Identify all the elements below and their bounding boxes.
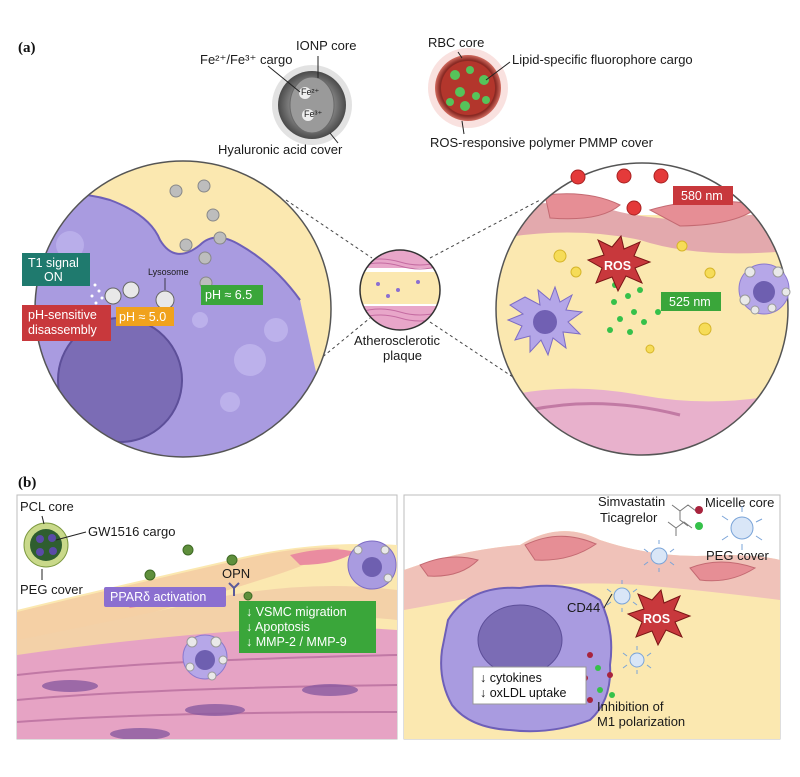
- effect-vsmc: ↓ VSMC migration: [246, 605, 347, 619]
- small-nanoparticles: [144, 544, 253, 601]
- t1-signal-line2: ON: [44, 270, 63, 284]
- ph-50-label: pH ≈ 5.0: [119, 310, 166, 324]
- vsmc-effects-box: [239, 601, 376, 653]
- rbc-cover-label: ROS-responsive polymer PMMP cover: [430, 135, 654, 150]
- fluorophore-particles: [607, 282, 661, 335]
- micelle-core-label: Micelle core: [705, 495, 774, 510]
- peg-cover-label-right: PEG cover: [706, 548, 770, 563]
- rbc-cover-pointer: [461, 120, 465, 135]
- panel-b-label: (b): [18, 475, 36, 491]
- micelle-mid: [643, 540, 675, 572]
- ionp-cover-label: Hyaluronic acid cover: [218, 142, 343, 157]
- inhibition-line1: Inhibition of: [597, 699, 664, 714]
- drug-molecules: [667, 504, 697, 536]
- fe3-ion-label: Fe³⁺: [304, 109, 323, 119]
- ppar-badge: [104, 587, 226, 607]
- gw1516-pointer: [55, 531, 87, 541]
- fe2-ion-label: Fe²⁺: [301, 87, 320, 97]
- simvastatin-label: Simvastatin: [598, 494, 665, 509]
- pcl-nanoparticle: [23, 522, 69, 568]
- foam-cell: [738, 263, 791, 315]
- peg-cover-label-left: PEG cover: [20, 582, 84, 597]
- nm580-badge: [673, 186, 733, 205]
- effect-oxldl: ↓ oxLDL uptake: [480, 686, 566, 700]
- ph-disassembly-line2: disassembly: [28, 323, 98, 337]
- panel-a-label: (a): [18, 40, 36, 56]
- ionp-core-label: IONP core: [296, 38, 356, 53]
- ph-65-badge: [201, 285, 263, 305]
- rbc-nanoparticle: [428, 48, 508, 128]
- t1-signal-badge: [22, 253, 90, 286]
- cd44-label: CD44: [567, 600, 600, 615]
- micelle-large: [721, 506, 763, 550]
- ionp-cargo-pointer: [267, 65, 301, 93]
- ticagrelor-dot: [695, 522, 703, 530]
- gw1516-cargo-label: GW1516 cargo: [88, 524, 175, 539]
- effect-mmp: ↓ MMP-2 / MMP-9: [246, 635, 347, 649]
- nm525-badge: [661, 292, 721, 311]
- ppar-label: PPARδ activation: [110, 590, 206, 604]
- ph-disassembly-line1: pH-sensitive: [28, 308, 97, 322]
- rbc-cargo-label: Lipid-specific fluorophore cargo: [512, 52, 693, 67]
- ionp-nanoparticle: Fe²⁺ Fe³⁺: [272, 65, 352, 145]
- foam-cell-b-upper: [347, 540, 397, 590]
- pcl-core-pointer: [41, 515, 45, 525]
- rbc-particles: [570, 168, 669, 216]
- t1-signal-line1: T1 signal: [28, 256, 79, 270]
- foam-cell-b-lower: [182, 634, 228, 681]
- ros-label-b: ROS: [643, 612, 670, 626]
- atherosclerotic-plaque-circle: [359, 249, 441, 331]
- ph-65-label: pH ≈ 6.5: [205, 288, 252, 302]
- ionp-particles: [169, 179, 227, 290]
- ph-50-badge: [116, 307, 174, 326]
- ros-burst-a: [586, 234, 652, 293]
- lipid-droplets: [553, 240, 716, 354]
- ros-burst-b: [626, 588, 692, 647]
- ionp-cover-pointer: [329, 132, 339, 144]
- plaque-label-line1: Atherosclerotic: [354, 333, 440, 348]
- spiky-macrophage: [506, 285, 584, 357]
- cytokine-effects-box: [472, 666, 587, 705]
- nm525-label: 525 nm: [669, 295, 711, 309]
- ros-label-a: ROS: [604, 259, 631, 273]
- cd44-pointer: [603, 593, 613, 609]
- effect-apoptosis: ↓ Apoptosis: [246, 620, 310, 634]
- micelle-cd44: [606, 580, 638, 612]
- effect-cytokines: ↓ cytokines: [480, 671, 542, 685]
- opn-label: OPN: [222, 566, 250, 581]
- simvastatin-dot: [695, 506, 703, 514]
- rbc-core-label: RBC core: [428, 35, 484, 50]
- released-iron-dots: [90, 283, 104, 305]
- lysosome-label: Lysosome: [148, 267, 189, 277]
- micelle-lower: [622, 646, 652, 674]
- pcl-core-label: PCL core: [20, 499, 74, 514]
- rbc-core-pointer: [457, 51, 463, 59]
- ticagrelor-label: Ticagrelor: [600, 510, 658, 525]
- opn-receptor: [228, 582, 240, 596]
- ionp-cargo-label: Fe²⁺/Fe³⁺ cargo: [200, 52, 292, 67]
- nm580-label: 580 nm: [681, 189, 723, 203]
- plaque-label-line2: plaque: [383, 348, 422, 363]
- rbc-cargo-pointer: [485, 61, 511, 81]
- lysosome-vesicles: [104, 281, 175, 310]
- ph-disassembly-badge: [22, 305, 111, 341]
- panel-b-left-tissue: [16, 494, 398, 740]
- inhibition-line2: M1 polarization: [597, 714, 685, 729]
